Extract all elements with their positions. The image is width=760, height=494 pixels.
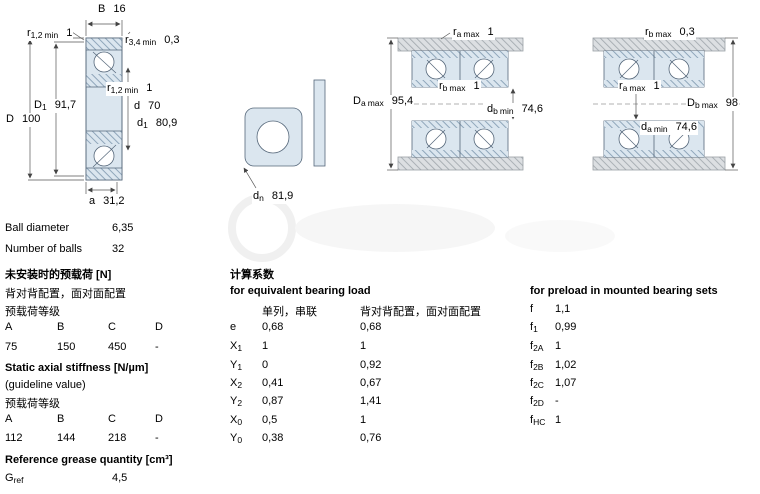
ball-diameter-label: Ball diameter: [5, 222, 70, 234]
preload-factors-title: for preload in mounted bearing sets: [530, 285, 718, 297]
factor-f2b-value: 1,02: [555, 359, 577, 371]
factor-e-single: 0,68: [262, 321, 284, 333]
calc-header-paired: 背对背配置，面对面配置: [360, 306, 481, 318]
factor-f-value: 1,1: [555, 303, 571, 315]
factor-f2d: f2D: [530, 395, 544, 408]
factor-y2: Y2: [230, 395, 243, 408]
factor-f2a: f2A: [530, 340, 544, 353]
factor-x2-single: 0,41: [262, 377, 284, 389]
single-bearing-section: [85, 37, 123, 181]
factor-x0-single: 0,5: [262, 414, 278, 426]
watermark: [228, 194, 615, 262]
stiffness-class-label: 预载荷等级: [5, 398, 60, 410]
stiffness-value-a: 112: [5, 432, 23, 444]
factor-f2c: f2C: [530, 377, 544, 390]
preload-header-a: A: [5, 321, 13, 333]
stiffness-subtitle: (guideline value): [5, 379, 86, 391]
factor-f2c-value: 1,07: [555, 377, 577, 389]
preload-header-d: D: [155, 321, 163, 333]
stiffness-header-a: A: [5, 413, 13, 425]
stiffness-header-c: C: [108, 413, 116, 425]
spec-column: Ball diameter 6,35 Number of balls 32 未安…: [5, 222, 225, 492]
preload-value-a: 75: [5, 341, 18, 353]
factor-y2-single: 0,87: [262, 395, 284, 407]
stiffness-value-b: 144: [57, 432, 76, 444]
factor-fhc-value: 1: [555, 414, 562, 426]
preload-title: 未安装时的预载荷 [N]: [5, 269, 112, 281]
preload-header-c: C: [108, 321, 116, 333]
factor-x1-paired: 1: [360, 340, 367, 352]
preload-class-label: 预载荷等级: [5, 306, 60, 318]
preload-value-b: 150: [57, 341, 76, 353]
preload-factors-column: for preload in mounted bearing sets f 1,…: [530, 285, 755, 455]
factor-y0-paired: 0,76: [360, 432, 382, 444]
factor-x2: X2: [230, 377, 243, 390]
factor-x0: X0: [230, 414, 243, 427]
grease-symbol: Gref: [5, 472, 24, 485]
stiffness-header-d: D: [155, 413, 163, 425]
calc-title: 计算系数: [230, 269, 274, 281]
factor-y1: Y1: [230, 359, 243, 372]
factor-y0-single: 0,38: [262, 432, 284, 444]
factor-e-paired: 0,68: [360, 321, 382, 333]
factor-f2a-value: 1: [555, 340, 562, 352]
calc-header-single-tandem: 单列，串联: [262, 306, 317, 318]
factor-y0: Y0: [230, 432, 243, 445]
factor-fhc: fHC: [530, 414, 546, 427]
factor-f: f: [530, 303, 534, 315]
factor-x1: X1: [230, 340, 243, 353]
calc-subtitle: for equivalent bearing load: [230, 285, 371, 297]
grease-value: 4,5: [112, 472, 128, 484]
ball-diameter-value: 6,35: [112, 222, 134, 234]
factor-e: e: [230, 321, 237, 333]
preload-header-b: B: [57, 321, 65, 333]
preload-value-c: 450: [108, 341, 127, 353]
factor-f1-value: 0,99: [555, 321, 577, 333]
factor-x2-paired: 0,67: [360, 377, 382, 389]
dn-leader-line: [243, 167, 257, 189]
factor-y1-paired: 0,92: [360, 359, 382, 371]
stiffness-value-c: 218: [108, 432, 127, 444]
preload-subtitle: 背对背配置，面对面配置: [5, 288, 126, 300]
factor-f2b: f2B: [530, 359, 544, 372]
factor-x0-paired: 1: [360, 414, 367, 426]
calculation-factors-column: 计算系数 for equivalent bearing load 单列，串联 背…: [230, 266, 520, 486]
factor-f2d-value: -: [555, 395, 559, 407]
factor-f1: f1: [530, 321, 538, 334]
factor-y1-single: 0: [262, 359, 269, 371]
number-of-balls-value: 32: [112, 243, 125, 255]
ball-section-view: [244, 79, 326, 167]
factor-y2-paired: 1,41: [360, 395, 382, 407]
stiffness-header-b: B: [57, 413, 65, 425]
preload-value-d: -: [155, 341, 159, 353]
stiffness-title: Static axial stiffness [N/µm]: [5, 362, 149, 374]
stiffness-value-d: -: [155, 432, 159, 444]
factor-x1-single: 1: [262, 340, 269, 352]
number-of-balls-label: Number of balls: [5, 243, 83, 255]
grease-title: Reference grease quantity [cm³]: [5, 454, 173, 466]
